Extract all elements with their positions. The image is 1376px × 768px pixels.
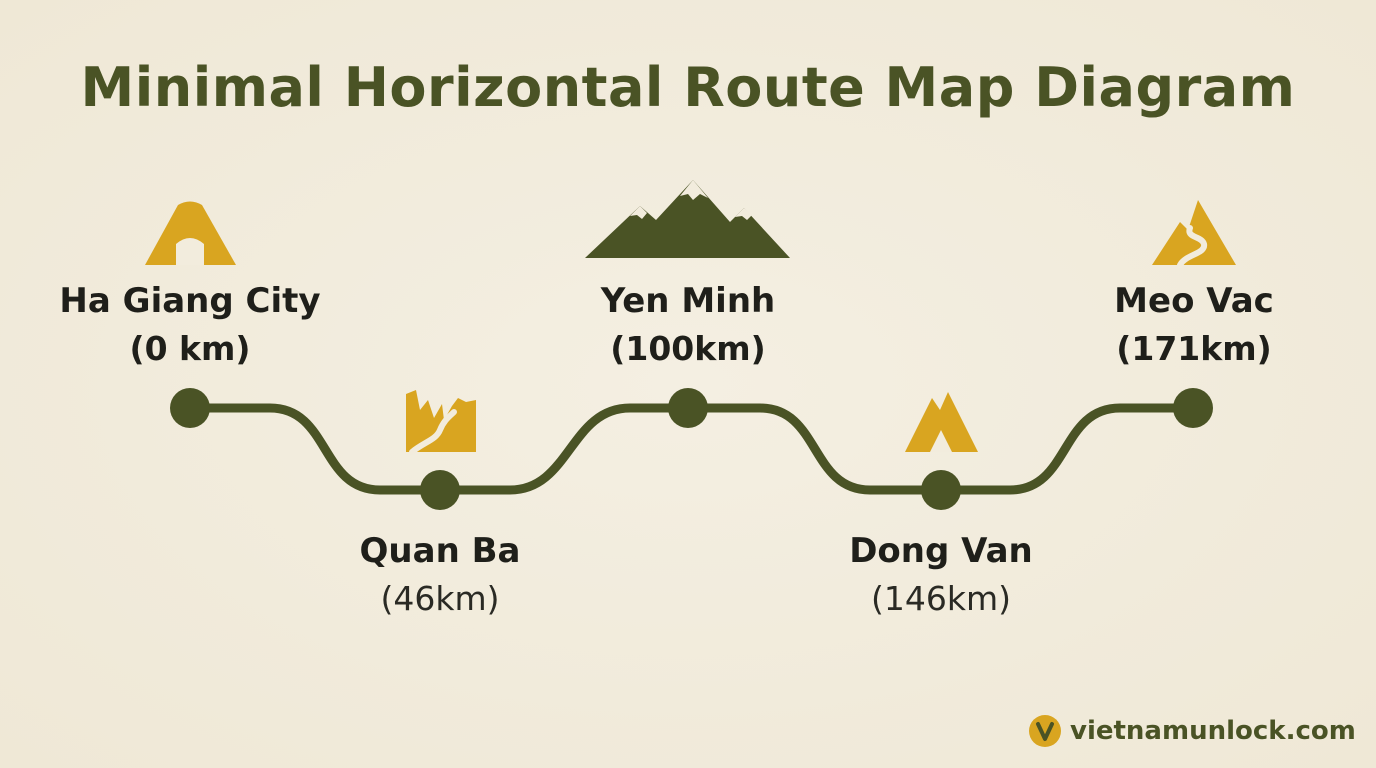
page-title: Minimal Horizontal Route Map Diagram (80, 56, 1296, 119)
stop-distance: (46km) (380, 579, 500, 618)
stop-dot-yen-minh[interactable] (668, 388, 708, 428)
stop-name: Quan Ba (359, 531, 521, 571)
snowy-mountains-icon (585, 180, 790, 258)
stop-name: Dong Van (849, 531, 1033, 571)
heaven-gate-cliffs-icon (406, 390, 476, 455)
stop-label-meo-vac: Meo Vac (171km) (1034, 277, 1354, 373)
stop-label-quan-ba: Quan Ba (46km) (280, 527, 600, 623)
stop-label-dong-van: Dong Van (146km) (781, 527, 1101, 623)
stop-distance: (171km) (1116, 329, 1272, 368)
brand-footer[interactable]: vietnamunlock.com (1028, 713, 1356, 749)
stop-label-yen-minh: Yen Minh (100km) (528, 277, 848, 373)
city-gate-icon (145, 201, 236, 265)
stop-distance: (100km) (610, 329, 766, 368)
stop-distance: (0 km) (129, 329, 251, 368)
stop-dot-meo-vac[interactable] (1173, 388, 1213, 428)
stop-dot-dong-van[interactable] (921, 470, 961, 510)
peak-icon (905, 392, 978, 452)
stop-distance: (146km) (871, 579, 1011, 618)
stop-dot-quan-ba[interactable] (420, 470, 460, 510)
stop-label-ha-giang: Ha Giang City (0 km) (30, 277, 350, 373)
stop-name: Ha Giang City (59, 281, 321, 321)
stop-name: Yen Minh (600, 281, 776, 321)
mountain-pass-road-icon (1152, 200, 1236, 268)
brand-text: vietnamunlock.com (1070, 716, 1356, 746)
stop-name: Meo Vac (1114, 281, 1274, 321)
v-logo-icon (1029, 715, 1061, 747)
stop-dot-ha-giang[interactable] (170, 388, 210, 428)
